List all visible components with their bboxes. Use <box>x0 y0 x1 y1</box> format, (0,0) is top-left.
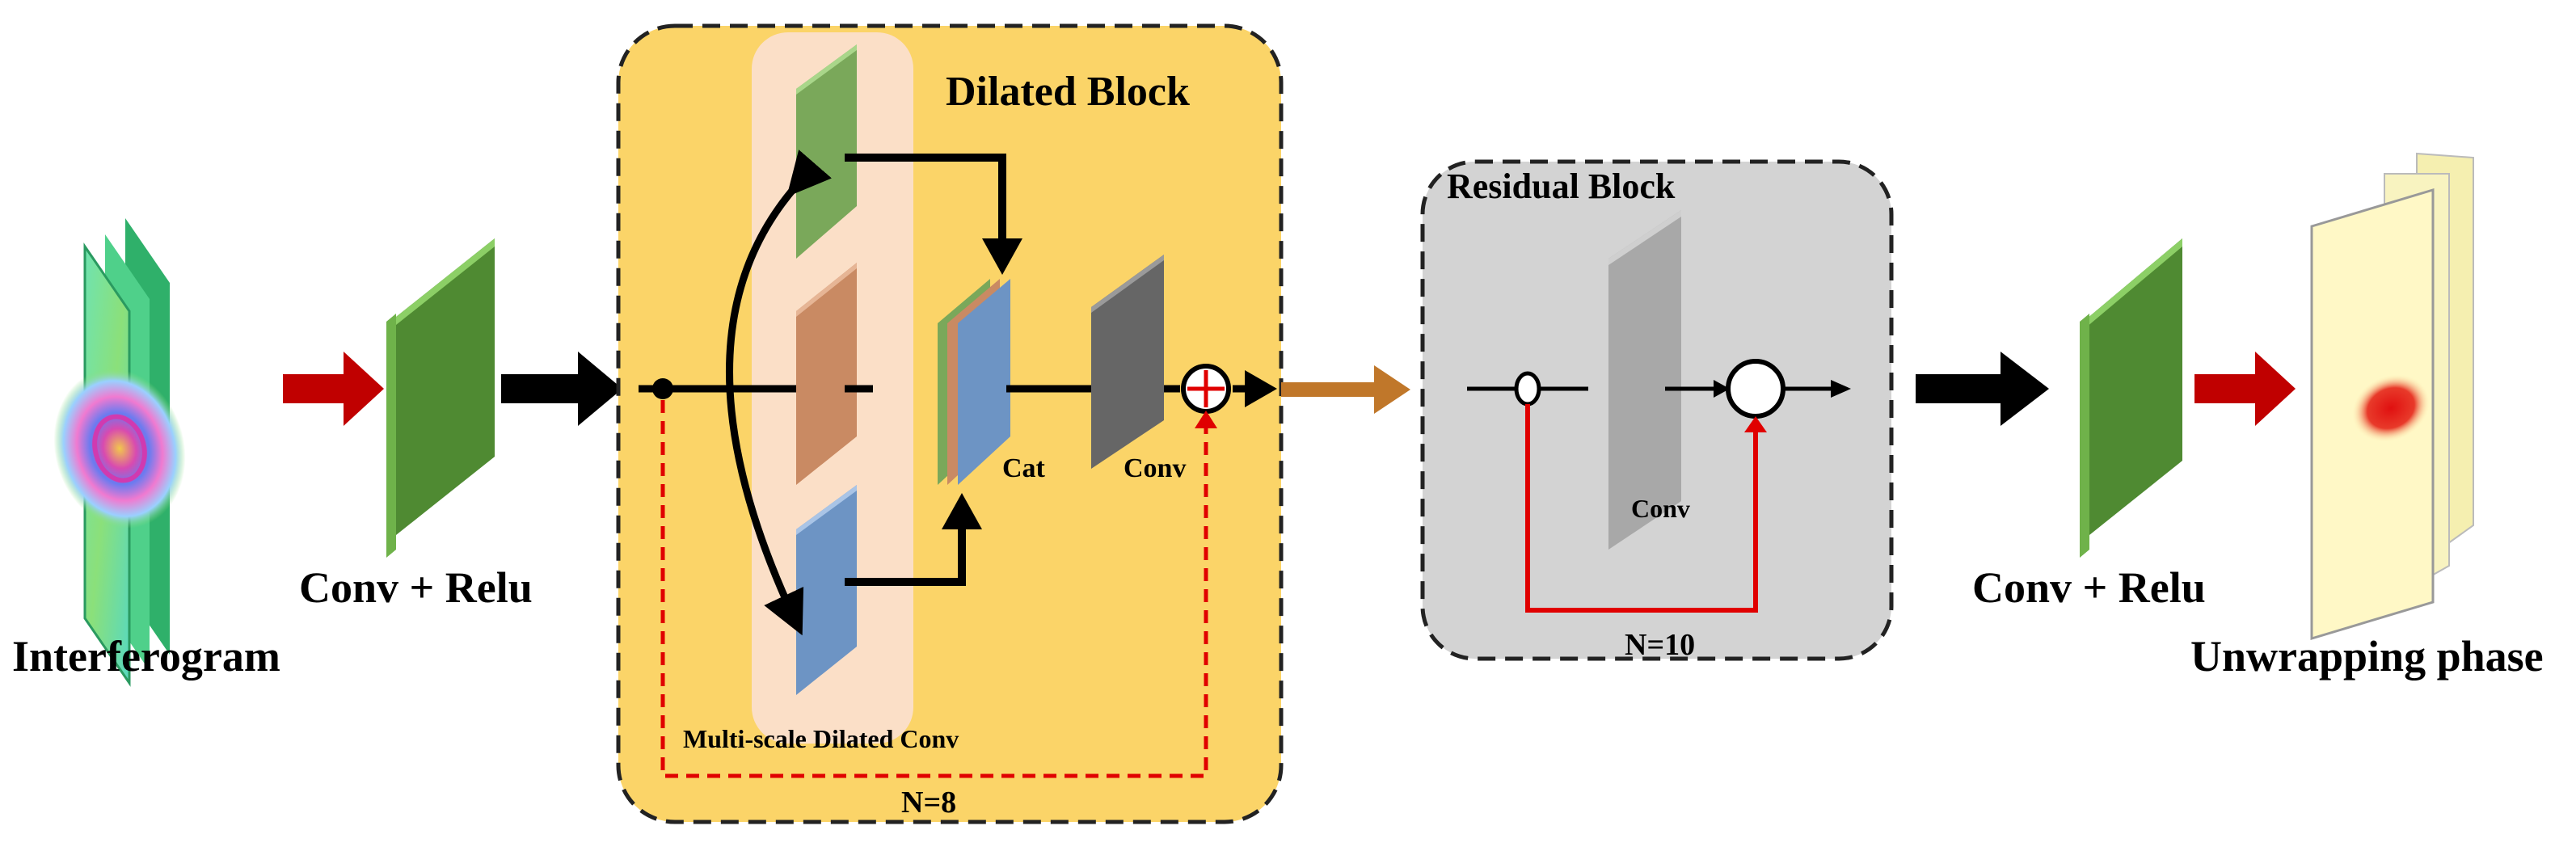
red-arrow-input <box>283 352 384 426</box>
unwrapping-phase-stack <box>2310 152 2474 641</box>
dilated-n-label: N=8 <box>901 786 956 820</box>
curved-branch-arrow <box>726 150 832 636</box>
input-label: Interferogram <box>12 632 280 681</box>
multi-scale-label: Multi-scale Dilated Conv <box>683 724 959 753</box>
dilated-block-title: Dilated Block <box>946 69 1190 115</box>
residual-conv <box>1608 210 1681 550</box>
arrow-to-conv-right <box>1916 352 2049 426</box>
add-node <box>1181 364 1231 414</box>
red-arrow-output <box>2194 352 2296 426</box>
arrow-to-dilated-block <box>501 352 622 426</box>
conv-relu-layer-left <box>386 238 495 558</box>
dilated-block-conv <box>1091 255 1164 469</box>
dilated-out-arrowhead <box>1245 370 1277 407</box>
cat-label: Cat <box>1002 453 1046 483</box>
conv-relu-label-left: Conv + Relu <box>299 563 533 612</box>
residual-split-node <box>1514 371 1541 407</box>
residual-n-label: N=10 <box>1625 628 1695 662</box>
concat-stack <box>938 279 1010 485</box>
residual-skip-arrowhead <box>1744 416 1767 432</box>
split-node <box>652 378 673 399</box>
dilated-skip-arrowhead <box>1195 411 1217 428</box>
green-to-cat-arrowhead <box>982 238 1022 275</box>
output-label: Unwrapping phase <box>2190 632 2544 681</box>
green-to-cat-arrow <box>845 154 1006 242</box>
conv-relu-layer-right <box>2080 238 2182 558</box>
interferogram-stack <box>53 218 186 687</box>
residual-add-node <box>1726 359 1785 419</box>
dilated-conv-label: Conv <box>1124 453 1186 483</box>
dilated-skip-connection <box>660 400 1208 778</box>
blue-to-cat-arrow <box>845 525 966 586</box>
residual-mid-arrowhead <box>1714 380 1730 398</box>
residual-block-title: Residual Block <box>1447 166 1676 206</box>
residual-skip-connection <box>1525 404 1758 613</box>
brown-arrow <box>1281 365 1410 414</box>
residual-conv-label: Conv <box>1631 494 1690 523</box>
residual-out-arrowhead <box>1831 380 1851 398</box>
conv-relu-label-right: Conv + Relu <box>1972 563 2206 612</box>
blue-to-cat-arrowhead <box>942 493 982 529</box>
